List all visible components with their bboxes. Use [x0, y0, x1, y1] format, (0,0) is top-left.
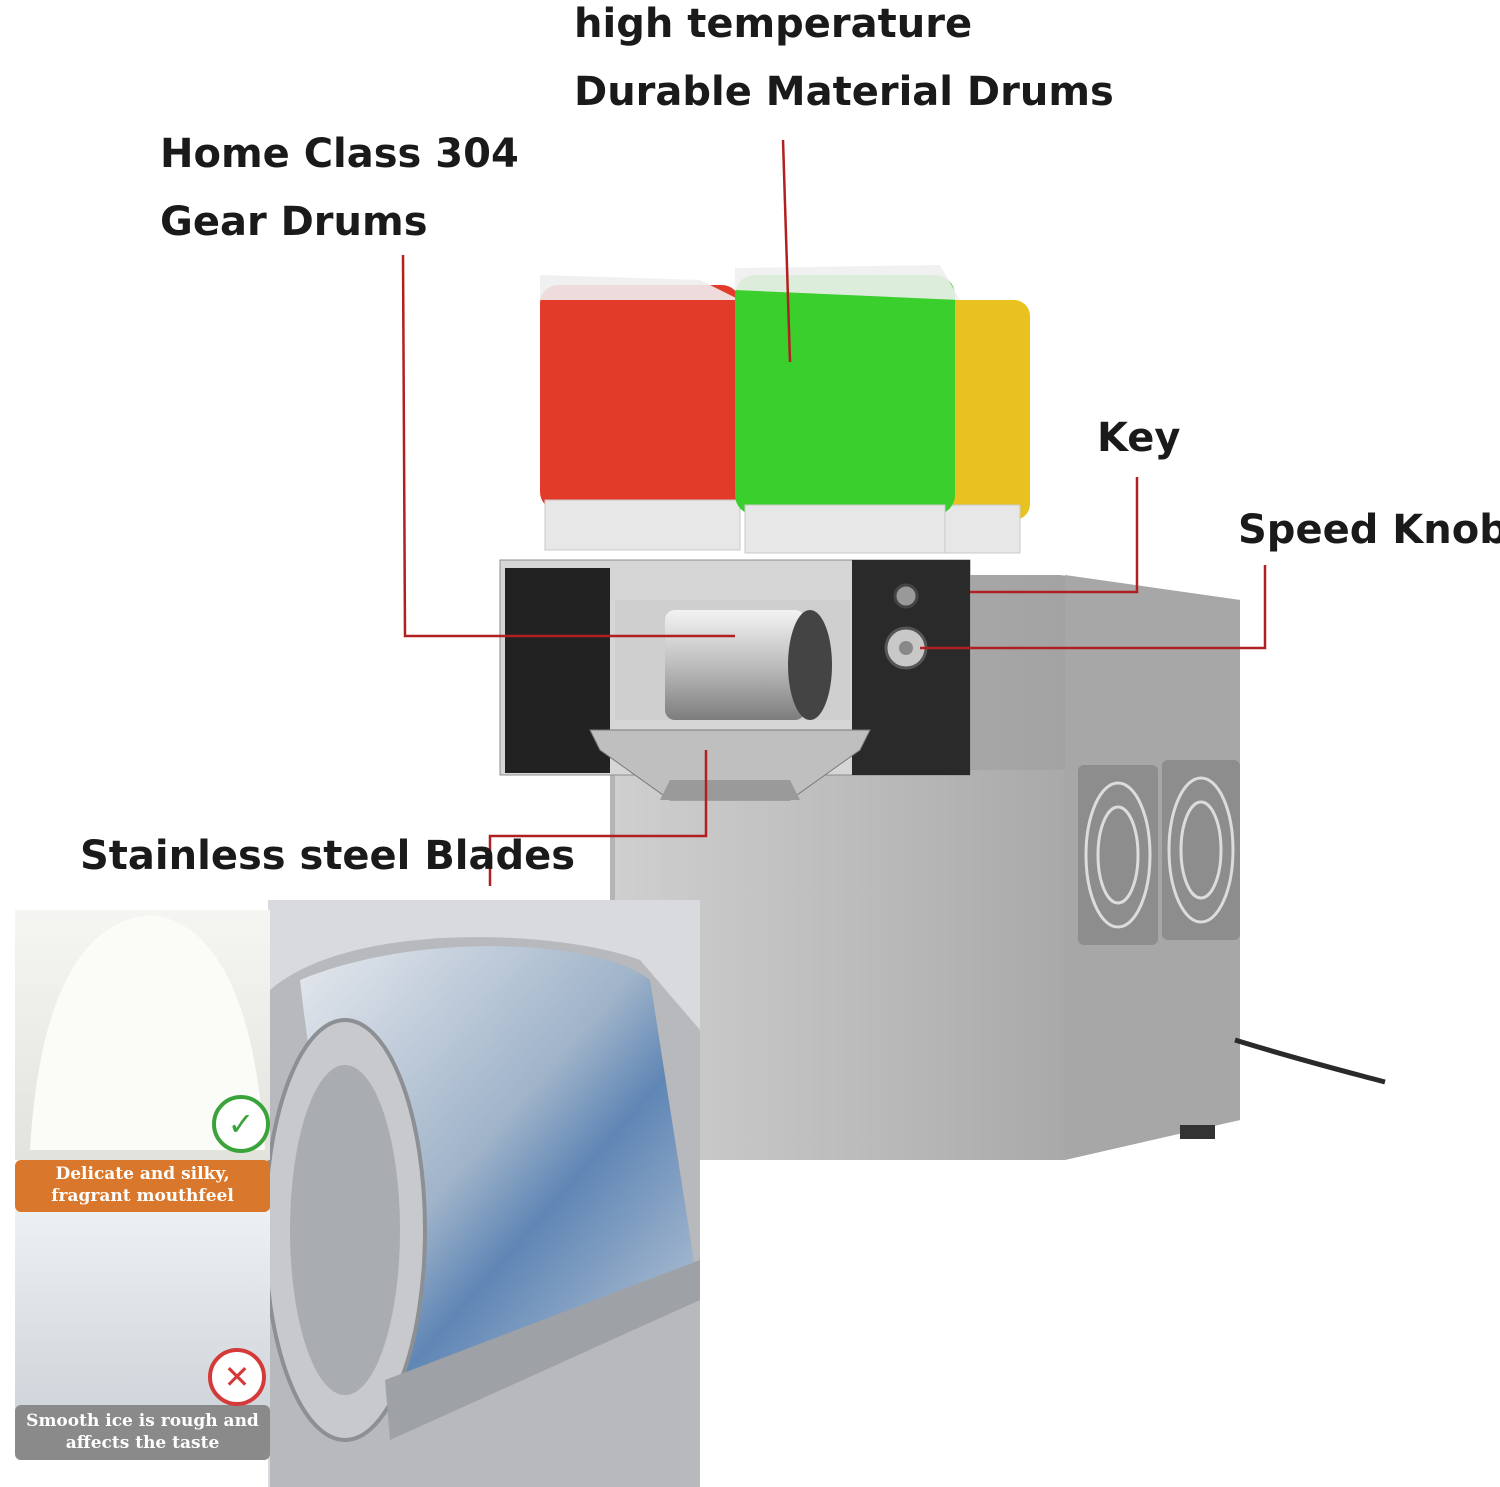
key-switch [893, 583, 919, 609]
callout-blades: Stainless steel Blades [80, 833, 576, 879]
cooling-fans [1078, 760, 1240, 945]
good-caption-line1: Delicate and silky, [55, 1164, 230, 1184]
bad-caption-line1: Smooth ice is rough and [26, 1411, 259, 1431]
callout-line-gear-drums [401, 254, 735, 638]
callout-drum-material-line2: Durable Material Drums [574, 69, 1114, 115]
callout-key: Key [1097, 415, 1181, 461]
callout-speed-knob: Speed Knob [1238, 507, 1500, 553]
callout-gear-drums-line1: Home Class 304 [160, 131, 519, 177]
callout-gear-drums-line2: Gear Drums [160, 199, 428, 245]
callout-line-key [970, 477, 1139, 594]
good-caption-line2: fragrant mouthfeel [51, 1186, 234, 1207]
power-cord [1234, 1037, 1386, 1085]
callout-line-speed-knob [920, 565, 1267, 650]
ice-comparison-panel [15, 910, 270, 1460]
callout-line-drum-material [781, 139, 792, 363]
yellow-drum [934, 300, 1030, 554]
callout-line-blades [488, 750, 708, 886]
cross-icon: ✕ [208, 1348, 266, 1406]
bad-caption-line2: affects the taste [65, 1433, 220, 1454]
red-drum [540, 275, 741, 551]
callout-drum-material-line1: high temperature [574, 1, 973, 47]
good-caption: Delicate and silky, fragrant mouthfeel [15, 1163, 270, 1207]
green-drum [735, 265, 960, 554]
bad-caption: Smooth ice is rough and affects the tast… [15, 1410, 270, 1454]
gear-drum-roller [665, 610, 832, 720]
blade-tray [589, 729, 871, 801]
check-icon: ✓ [212, 1095, 270, 1153]
speed-knob [884, 626, 928, 670]
callout-lines [401, 139, 1267, 886]
roller-closeup-photo [263, 900, 700, 1487]
